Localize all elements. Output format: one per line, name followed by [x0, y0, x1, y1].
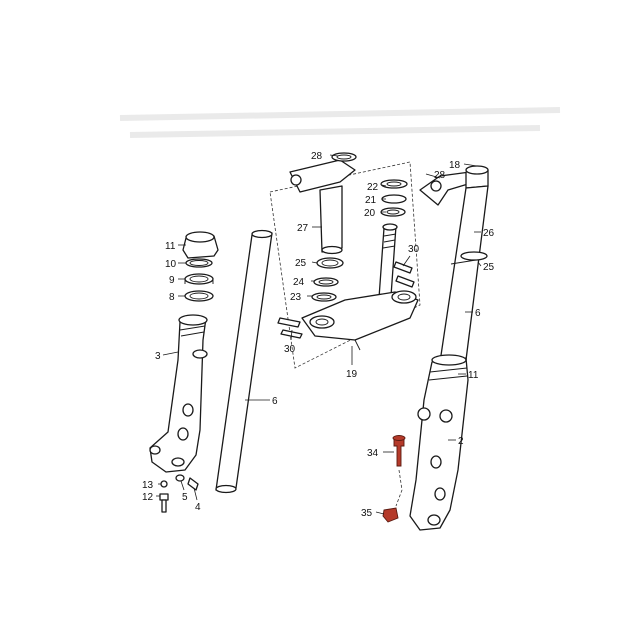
callout-4: 4: [195, 502, 201, 513]
callout-30-left: 30: [284, 344, 296, 355]
callout-27: 27: [297, 223, 309, 234]
callout-2: 2: [458, 436, 464, 447]
callout-22: 22: [367, 182, 379, 193]
callout-11-right: 11: [468, 370, 479, 381]
assembly-outline: [269, 161, 421, 369]
callout-8: 8: [169, 292, 175, 303]
callout-20: 20: [364, 208, 376, 219]
callout-21: 21: [365, 195, 377, 206]
right-fork-slider: [409, 354, 469, 531]
left-fork-slider: [149, 314, 208, 473]
callout-28-top: 28: [311, 151, 323, 162]
callout-23: 23: [290, 292, 302, 303]
steering-stem: [377, 223, 398, 313]
callout-9: 9: [169, 275, 175, 286]
scan-artifacts: [119, 107, 561, 138]
right-fork-top-bracket: [419, 165, 489, 206]
callout-10: 10: [165, 259, 177, 270]
callout-18: 18: [449, 160, 461, 171]
fork-inner-tube-left: [215, 229, 273, 494]
left-bottom-bolts: [159, 474, 199, 513]
lower-triple-clamp: [277, 261, 419, 351]
bolt-34: [393, 437, 405, 467]
callout-6-left: 6: [272, 396, 278, 407]
leader-lines: [156, 154, 482, 515]
callout-26: 26: [483, 228, 495, 239]
callout-11-left: 11: [165, 241, 176, 252]
callout-12: 12: [142, 492, 154, 503]
left-seal-stack: [182, 231, 219, 302]
stem-bearings: [311, 257, 344, 302]
callout-19: 19: [346, 369, 358, 380]
fork-inner-tube-right: [439, 185, 489, 363]
callout-34: 34: [367, 448, 379, 459]
callout-6-right: 6: [475, 308, 481, 319]
callout-28-right: 28: [434, 170, 446, 181]
callout-3: 3: [155, 351, 161, 362]
highlighted-parts: [382, 435, 406, 523]
callout-30-right: 30: [408, 244, 420, 255]
callout-25-left: 25: [295, 258, 307, 269]
callout-25-right: 25: [483, 262, 495, 273]
stem-washers-upper: [380, 179, 408, 217]
handlebar-bracket: [289, 152, 357, 255]
nut-35: [382, 507, 399, 523]
callout-13: 13: [142, 480, 154, 491]
callout-35: 35: [361, 508, 373, 519]
callout-24: 24: [293, 277, 305, 288]
callout-labels: 11 10 9 8 3 6 13 12 5 4 28 27 22 21 20 2…: [142, 151, 495, 519]
callout-5: 5: [182, 492, 188, 503]
